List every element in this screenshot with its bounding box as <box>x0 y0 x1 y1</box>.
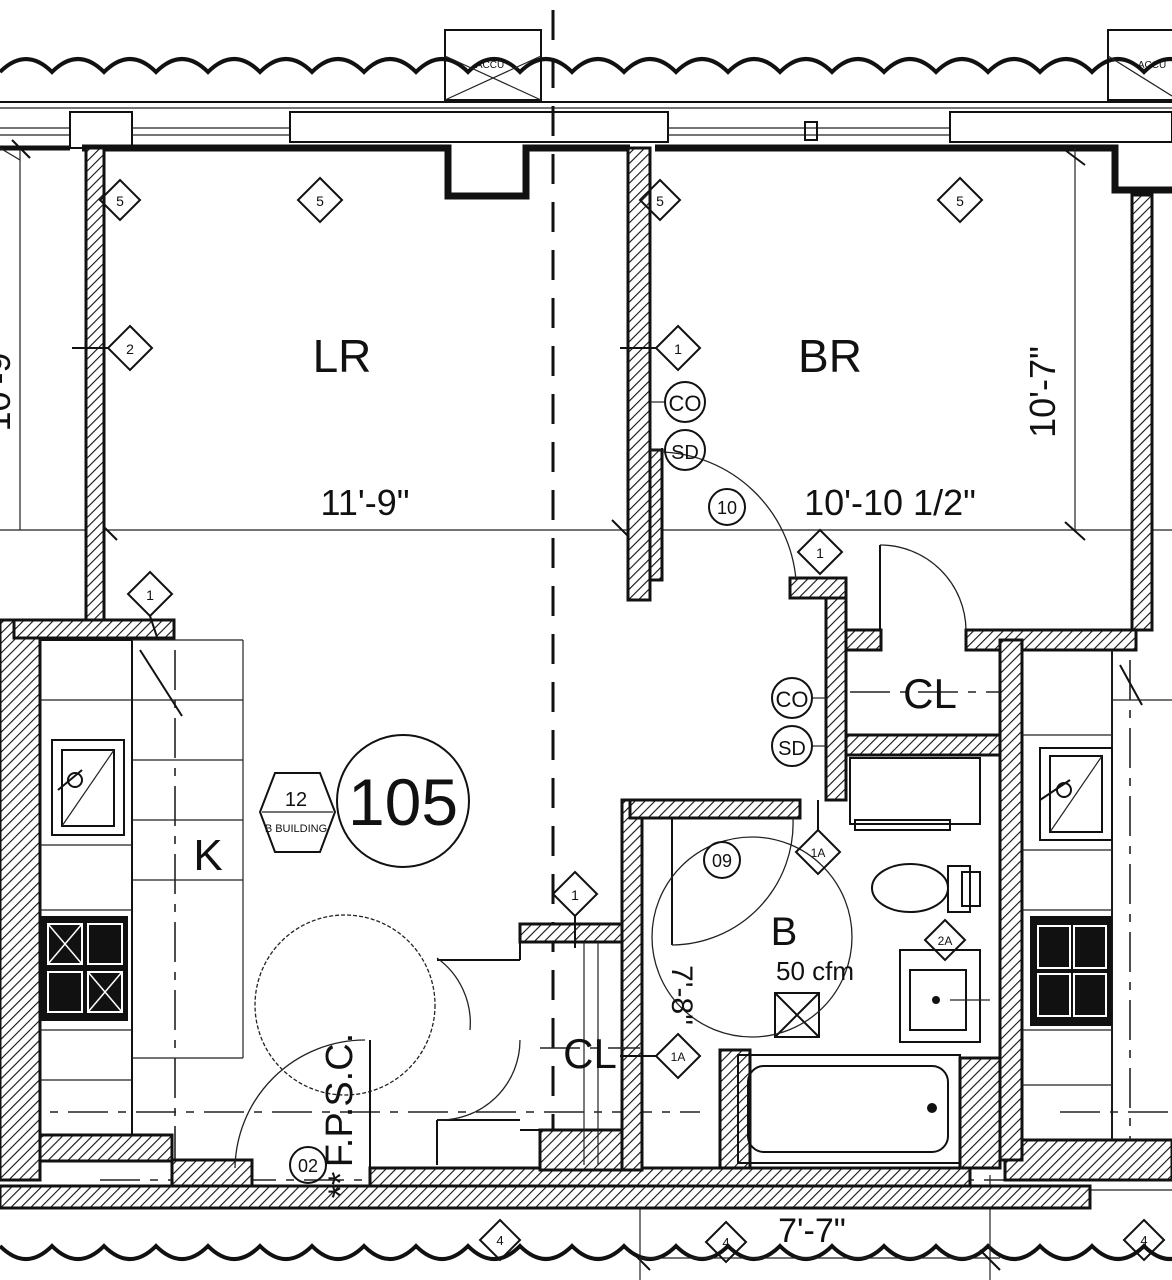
svg-text:5: 5 <box>656 193 664 209</box>
door-tag-02: 02 <box>289 1146 327 1184</box>
svg-text:2: 2 <box>126 341 134 357</box>
svg-text:09: 09 <box>712 851 732 871</box>
wall-tag-1b: 1 <box>126 570 174 641</box>
wall-tag-5d: 5 <box>936 176 984 224</box>
building-tag: 12 B BUILDING <box>258 772 337 853</box>
svg-text:5: 5 <box>116 193 124 209</box>
vanity-sink <box>899 949 990 1043</box>
smoke-detector-lower: SD <box>771 725 826 767</box>
bathtub <box>737 1054 961 1164</box>
toilet <box>871 863 981 913</box>
range-left <box>40 916 128 1021</box>
fpsc-stars: ** <box>322 1172 360 1198</box>
bath-exhaust-fan <box>774 992 820 1038</box>
room-label-k: K <box>193 831 222 880</box>
accu-unit-right: ACCU <box>1107 29 1172 101</box>
exterior-wall-top <box>0 101 1172 200</box>
svg-text:1A: 1A <box>671 1050 686 1064</box>
dim-br-width: 10'-10 1/2" <box>804 482 976 523</box>
wall-tag-2: 2 <box>72 324 154 372</box>
room-label-br: BR <box>798 330 862 382</box>
doors <box>139 448 1143 1169</box>
building-tag-text: B BUILDING <box>265 823 327 835</box>
room-label-b: B <box>771 910 798 954</box>
wall-tag-4c: 4 <box>1122 1218 1166 1262</box>
co-detector-lower: CO <box>771 677 826 719</box>
svg-text:SD: SD <box>778 738 806 760</box>
svg-text:1: 1 <box>674 341 682 357</box>
door-tag-09: 09 <box>703 841 741 879</box>
walls <box>0 146 1172 1210</box>
co-detector-upper: CO <box>650 381 706 423</box>
building-tag-number: 12 <box>285 789 307 811</box>
svg-text:SD: SD <box>671 442 699 464</box>
accu-label-left: ACCU <box>476 60 504 71</box>
wall-tag-2A: 2A <box>923 918 967 962</box>
wall-tag-1a: 1 <box>620 324 702 372</box>
room-label-lr: LR <box>313 330 372 382</box>
dim-bath-width: 7'-7" <box>778 1212 846 1250</box>
svg-text:5: 5 <box>956 193 964 209</box>
dim-br-depth: 10'-7" <box>1022 346 1063 438</box>
wall-tag-5a: 5 <box>98 178 142 222</box>
svg-text:4: 4 <box>1140 1233 1147 1248</box>
accu-label-right: ACCU <box>1138 60 1166 71</box>
wall-tag-1d: 1 <box>551 870 599 948</box>
svg-text:CO: CO <box>776 687 809 712</box>
wall-tag-4a: 4 <box>478 1218 522 1262</box>
unit-number: 105 <box>348 765 458 839</box>
svg-text:2A: 2A <box>938 934 953 948</box>
kitchen-sink-right <box>1039 747 1113 841</box>
wall-tag-5b: 5 <box>296 176 344 224</box>
fpsc-label: F.P.S.C. <box>319 1033 361 1167</box>
unit-tag: 105 <box>336 734 470 868</box>
closet-label-upper: CL <box>903 670 957 717</box>
bath-fan-label: 50 cfm <box>776 956 854 986</box>
svg-text:1: 1 <box>146 587 154 603</box>
wall-tag-5c: 5 <box>638 178 682 222</box>
dim-bath-depth: 7'-8" <box>665 965 698 1025</box>
accu-unit-left: ACCU <box>444 29 542 101</box>
bath-upper-counter <box>849 757 981 831</box>
wall-tag-4b: 4 <box>704 1220 748 1264</box>
closet-label-lower: CL <box>563 1030 617 1077</box>
svg-text:1: 1 <box>571 887 579 903</box>
svg-text:1A: 1A <box>811 846 826 860</box>
kitchen-sink-left <box>51 739 125 836</box>
wall-tags: 5 5 5 5 2 1 1 1 <box>72 176 1166 1264</box>
wall-tag-1A-lower: 1A <box>620 1032 702 1080</box>
svg-text:4: 4 <box>496 1233 503 1248</box>
wall-tag-1A-upper: 1A <box>794 800 842 876</box>
svg-text:4: 4 <box>722 1235 729 1250</box>
dim-lr-width: 11'-9" <box>320 482 409 523</box>
svg-text:5: 5 <box>316 193 324 209</box>
wall-tag-1c: 1 <box>796 528 844 576</box>
smoke-detector-upper: SD <box>650 429 706 471</box>
svg-text:10: 10 <box>717 498 737 518</box>
revision-cloud-bottom <box>0 1243 1172 1261</box>
range-right <box>1030 916 1112 1026</box>
dim-lr-depth-partial: 10'-9 <box>0 353 18 432</box>
door-tag-10: 10 <box>708 488 746 526</box>
svg-text:1: 1 <box>816 545 824 561</box>
revision-cloud-top <box>0 57 1172 75</box>
svg-text:02: 02 <box>298 1156 318 1176</box>
svg-text:CO: CO <box>669 391 702 416</box>
